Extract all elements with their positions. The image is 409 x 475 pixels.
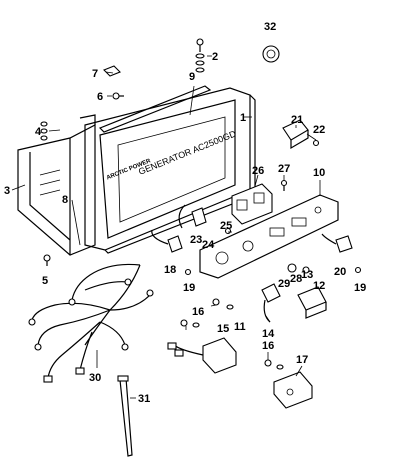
grommet-part [262,45,280,63]
leader-lines [11,55,321,399]
callout-labels: 1 2 3 4 5 6 7 8 9 10 11 12 13 14 15 16 1… [4,21,366,405]
panel-lettering: ARCTIC POWER GENERATOR AC2500GD [106,128,238,181]
callout-28: 28 [290,273,302,285]
switch-18 [151,229,183,253]
callout-23: 23 [190,234,202,246]
trim-strip-part [98,85,212,133]
clip-part [103,65,121,77]
callout-5: 5 [42,275,48,287]
top-screw-stack [195,38,205,73]
callout-9: 9 [189,71,195,83]
screw-22 [312,139,320,147]
callout-19-right: 19 [354,282,366,294]
outlet-26 [231,183,273,225]
screw-27 [280,179,288,191]
screw-stack-11 [212,298,234,310]
callout-10: 10 [313,167,325,179]
callout-31: 31 [138,393,150,405]
capacitor-15 [167,337,237,374]
callout-15: 15 [217,323,229,335]
callout-18: 18 [164,264,176,276]
screw-19-left [184,268,192,276]
callout-25: 25 [220,220,232,232]
callout-13: 13 [301,269,313,281]
cable-tie-31 [117,375,133,457]
callout-27: 27 [278,163,290,175]
screw-stack-16-lower [264,359,284,370]
callout-7: 7 [92,68,98,80]
callout-16-lower: 16 [262,340,274,352]
callout-26: 26 [252,165,264,177]
screw-stack-4 [40,121,48,141]
switch-21 [282,119,309,150]
callout-24: 24 [202,239,215,251]
callout-19-left: 19 [183,282,195,294]
screw-19-right [354,266,362,274]
fastener-13 [302,266,310,274]
callout-3: 3 [4,185,10,197]
screw-stack-16-upper [180,319,200,328]
callout-8: 8 [62,194,68,206]
wire-harness-30 [28,263,154,383]
callout-12: 12 [313,280,325,292]
screw-6 [112,92,124,100]
callout-20: 20 [334,266,346,278]
callout-1: 1 [240,112,246,124]
callout-30: 30 [89,372,101,384]
bolt-5 [43,254,51,266]
callout-14: 14 [262,328,275,340]
rectifier-17 [273,371,313,409]
indicator-28 [287,263,297,273]
callout-16-upper: 16 [192,306,204,318]
rear-housing-part [17,114,96,256]
connector-23-24 [178,204,207,229]
callout-32: 32 [264,21,276,33]
switch-20 [321,233,353,253]
callout-17: 17 [296,354,308,366]
callout-4: 4 [35,126,42,138]
callout-29: 29 [278,278,290,290]
breaker-12 [297,286,327,319]
callout-21: 21 [291,114,303,126]
callout-22: 22 [313,124,325,136]
model-lettering: GENERATOR AC2500GD [137,128,238,176]
callout-11: 11 [234,321,246,333]
callout-6: 6 [97,91,103,103]
callout-2: 2 [212,51,218,63]
